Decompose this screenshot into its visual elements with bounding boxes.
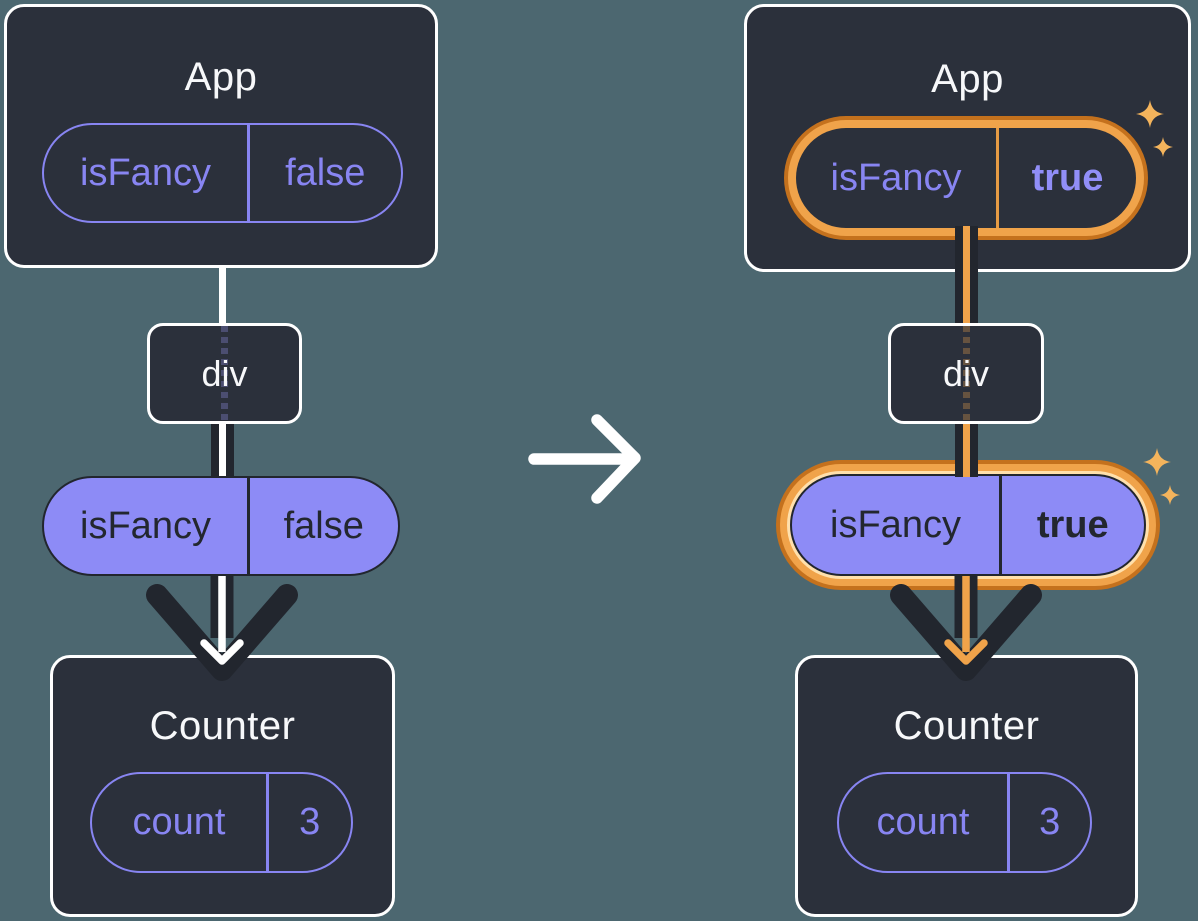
app-state-pill-before: isFancy false <box>42 123 403 223</box>
state-value: false <box>285 151 366 194</box>
counter-state-pill-before: count 3 <box>90 772 353 873</box>
prop-value: false <box>283 504 364 547</box>
arrow-right-icon <box>528 414 641 504</box>
sparkles-icon <box>1143 448 1171 476</box>
prop-name: isFancy <box>80 504 211 547</box>
sparkles-icon <box>1153 137 1173 157</box>
prop-flow-line <box>210 424 234 477</box>
div-label: div <box>201 352 248 394</box>
state-name: isFancy <box>80 151 211 194</box>
component-title: App <box>184 55 258 99</box>
sparkles-icon <box>1160 485 1180 505</box>
pill-divider <box>266 774 269 871</box>
app-state-pill-after: isFancy true <box>796 128 1136 228</box>
passed-prop-pill-after: isFancy true <box>790 474 1146 576</box>
div-node-before: div <box>147 323 302 424</box>
state-value: 3 <box>299 801 321 843</box>
prop-flow-core <box>962 424 970 477</box>
prop-value: true <box>1036 503 1109 546</box>
prop-flow-core <box>962 226 970 323</box>
pill-divider <box>999 476 1002 574</box>
pill-divider <box>247 125 250 221</box>
prop-line-through-icon <box>962 326 970 421</box>
prop-name: isFancy <box>830 503 961 546</box>
sparkles-icon <box>1136 100 1164 128</box>
div-label: div <box>942 352 990 394</box>
state-name: isFancy <box>830 156 962 199</box>
counter-state-pill-after: count 3 <box>837 772 1092 873</box>
passed-prop-pill-before: isFancy false <box>42 476 400 576</box>
prop-line-through-icon <box>221 326 228 421</box>
prop-flow-line <box>954 424 978 477</box>
component-title: Counter <box>149 704 296 748</box>
state-name: count <box>876 801 970 843</box>
pill-divider <box>247 478 250 574</box>
prop-flow-core <box>218 424 226 477</box>
parent-child-line <box>218 266 226 324</box>
state-value: 3 <box>1039 801 1061 843</box>
state-value: true <box>1031 156 1104 199</box>
component-title: App <box>931 57 1004 101</box>
state-name: count <box>132 801 226 843</box>
prop-flow-line <box>954 226 978 323</box>
pill-divider <box>1007 774 1010 871</box>
pill-divider <box>996 128 999 228</box>
div-node-after: div <box>888 323 1044 424</box>
arrow-down-icon <box>146 576 298 681</box>
component-title: Counter <box>893 704 1040 748</box>
arrow-down-icon <box>890 576 1042 681</box>
